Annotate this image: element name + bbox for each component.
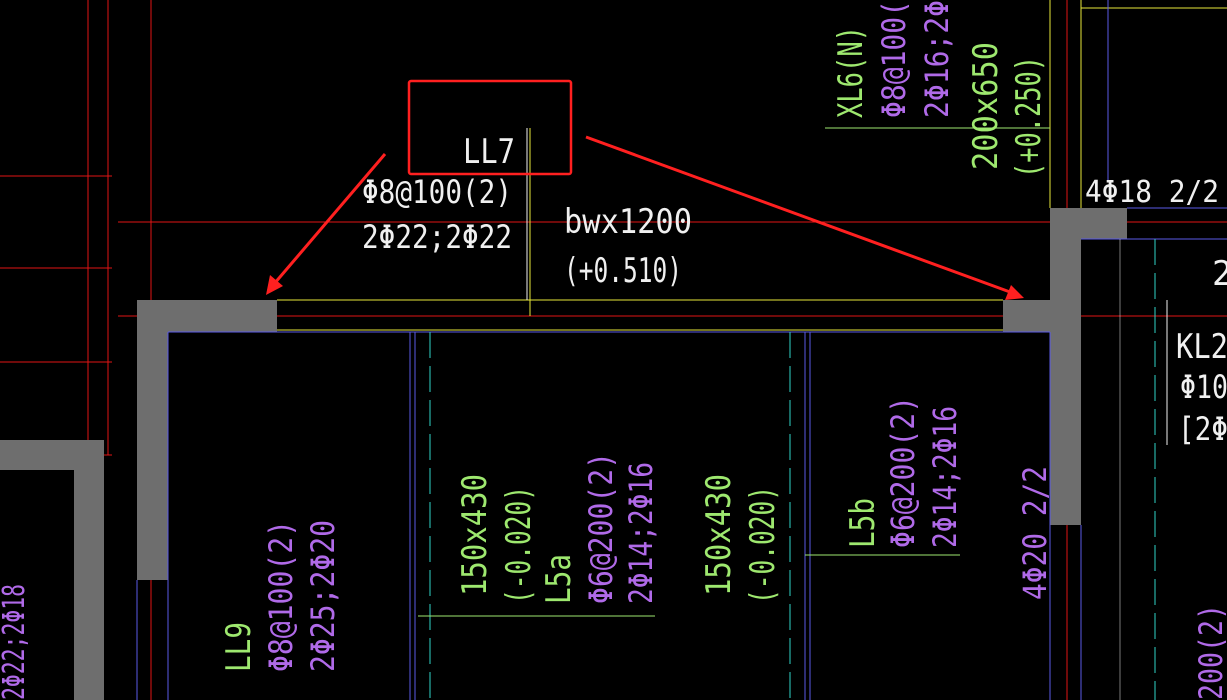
ll7-bars-label: 2Φ22;2Φ22 xyxy=(362,218,512,256)
l5a-elevation-label: (-0.020) xyxy=(499,486,539,604)
ll9-stirrup-label: Φ8@100(2) xyxy=(262,520,300,672)
arrow-right-head xyxy=(1005,285,1024,300)
left-edge-bars-label: 2Φ22;2Φ18 xyxy=(0,584,32,700)
xl6-size-label: 200x650 xyxy=(966,42,1006,170)
wall-left-top xyxy=(137,300,277,580)
ll7-name-label: LL7 xyxy=(463,132,515,172)
arrow-left-shaft xyxy=(272,153,387,285)
arrow-right-shaft xyxy=(585,135,1011,294)
l5b-name-label: L5b xyxy=(843,498,883,548)
l5b-stirrup-label: Φ6@200(2) xyxy=(884,396,922,548)
l5a-name-label: L5a xyxy=(539,554,579,604)
wall-sections xyxy=(0,208,1127,700)
ll9-bars-label: 2Φ25;2Φ20 xyxy=(304,520,342,672)
top-right-partial-label: 2 xyxy=(1212,254,1227,294)
annotation-callout xyxy=(266,79,1024,300)
wall-far-left xyxy=(0,440,104,700)
kl2-name-label: KL2 xyxy=(1176,327,1227,367)
l5a-stirrup-label: Φ6@200(2) xyxy=(582,452,620,604)
ll7-elevation-label: (+0.510) xyxy=(564,251,682,291)
xl6-name-label: XL6(N) xyxy=(831,26,871,118)
xl6-stirrup-label: Φ8@100( xyxy=(875,0,913,118)
mid-size-label: 150x430 xyxy=(699,474,739,596)
beam-outlines xyxy=(136,0,1227,700)
mid-elevation-label: (-0.020) xyxy=(743,486,783,604)
xl6-bars-label: 2Φ16;2Φ xyxy=(918,0,956,118)
ll7-stirrup-label: Φ8@100(2) xyxy=(362,173,512,211)
l5b-bars-label: 2Φ14;2Φ16 xyxy=(926,406,964,548)
bottom-right-partial-label: 200(2) xyxy=(1192,604,1227,700)
ll7-size-label: bwx1200 xyxy=(564,202,692,242)
l5a-bars-label: 2Φ14;2Φ16 xyxy=(622,462,660,604)
ll9-name-label: LL9 xyxy=(219,622,259,672)
kl2-bars-label: [2Φ xyxy=(1178,410,1227,448)
right-wall-bars-label: 4Φ20 2/2 xyxy=(1016,466,1054,600)
top-right-bars-label: 4Φ18 2/2 xyxy=(1085,175,1219,210)
xl6-elevation-label: (+0.250) xyxy=(1009,56,1049,178)
kl2-stirrup-label: Φ10 xyxy=(1180,368,1227,406)
l5a-size-label: 150x430 xyxy=(455,474,495,596)
wall-right-corner xyxy=(1003,208,1127,525)
highlight-box xyxy=(407,79,573,176)
arrow-left-head xyxy=(266,275,283,295)
